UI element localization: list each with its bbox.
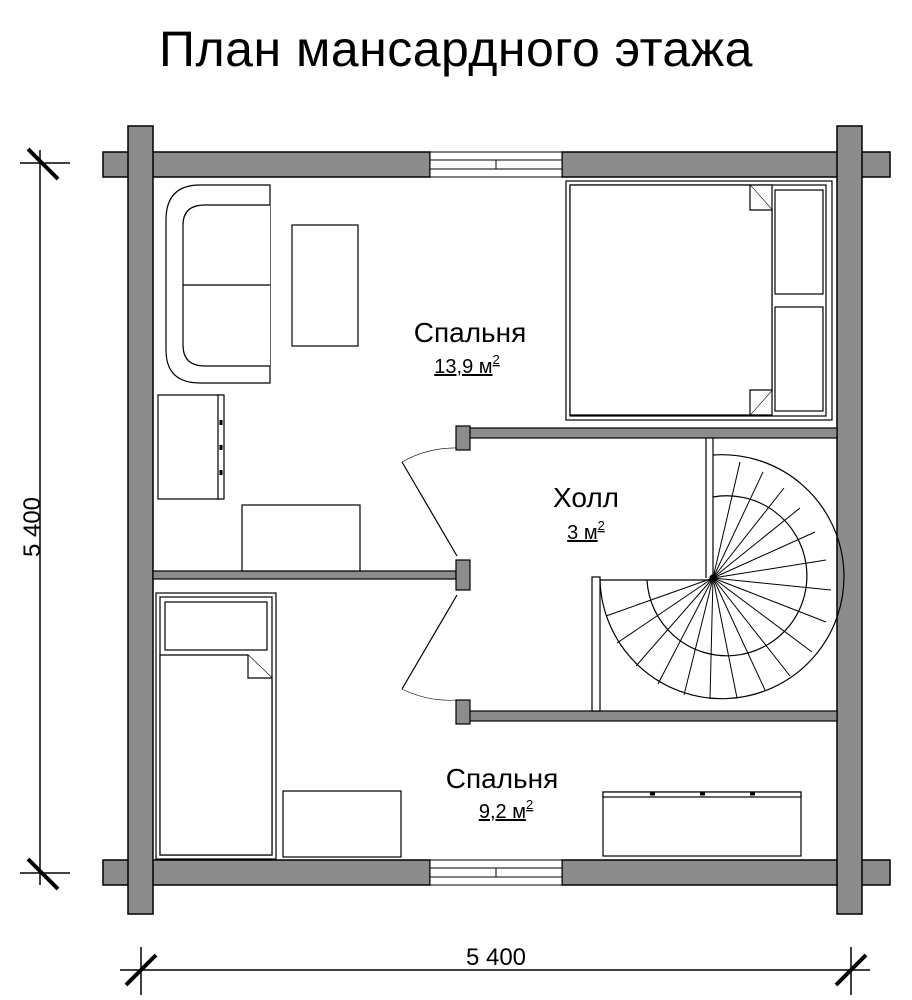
width-dimension <box>120 947 870 995</box>
door-bottom-bedroom <box>401 594 458 701</box>
window-top <box>429 151 563 178</box>
dresser <box>241 504 361 572</box>
room-area-large-bedroom: 13,9 м2 <box>434 352 499 378</box>
room-name-large-bedroom: Спальня <box>414 317 527 348</box>
coffee-table <box>291 224 359 347</box>
sofa <box>165 184 271 384</box>
room-name-hall: Холл <box>553 482 619 513</box>
cabinet <box>602 791 802 857</box>
height-dimension <box>20 147 70 891</box>
room-name-small-bedroom: Спальня <box>446 763 559 794</box>
height-dimension-label: 5 400 <box>19 497 46 557</box>
double-bed <box>565 180 833 421</box>
spiral-staircase <box>591 438 845 712</box>
width-dimension-label: 5 400 <box>466 944 526 971</box>
window-bottom <box>429 859 563 886</box>
door-top-bedroom <box>401 447 458 557</box>
room-area-hall: 3 м2 <box>567 518 605 544</box>
wardrobe <box>157 394 225 500</box>
exterior-walls <box>102 125 891 915</box>
interior-walls <box>152 425 838 725</box>
nightstand <box>282 790 402 858</box>
single-bed <box>155 592 277 860</box>
plan-title: План мансардного этажа <box>159 21 753 77</box>
room-area-small-bedroom: 9,2 м2 <box>479 797 533 823</box>
